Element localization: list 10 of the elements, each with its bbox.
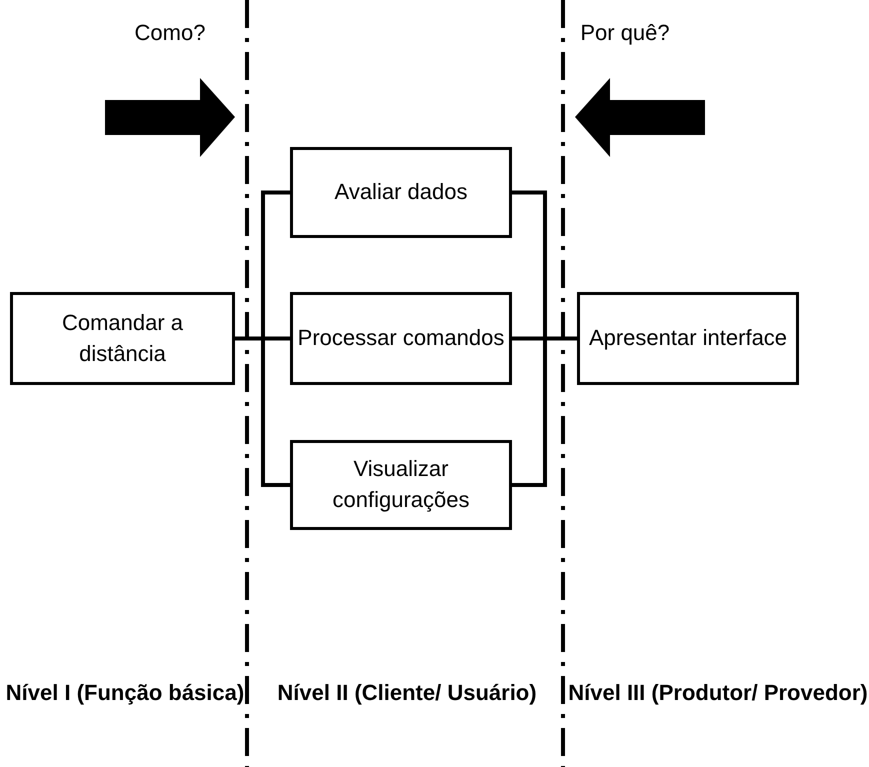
- function-box: Comandar a distância: [10, 292, 235, 385]
- question-label: Por quê?: [579, 20, 671, 46]
- function-box: Apresentar interface: [577, 292, 799, 385]
- function-box: Avaliar dados: [290, 147, 512, 238]
- level-label: Nível II (Cliente/ Usuário): [276, 680, 538, 706]
- level-label: Nível III (Produtor/ Provedor): [568, 680, 868, 706]
- question-label: Como?: [134, 20, 206, 46]
- level-label: Nível I (Função básica): [5, 680, 245, 706]
- function-box: Processar comandos: [290, 292, 512, 385]
- function-box: Visualizar configurações: [290, 440, 512, 530]
